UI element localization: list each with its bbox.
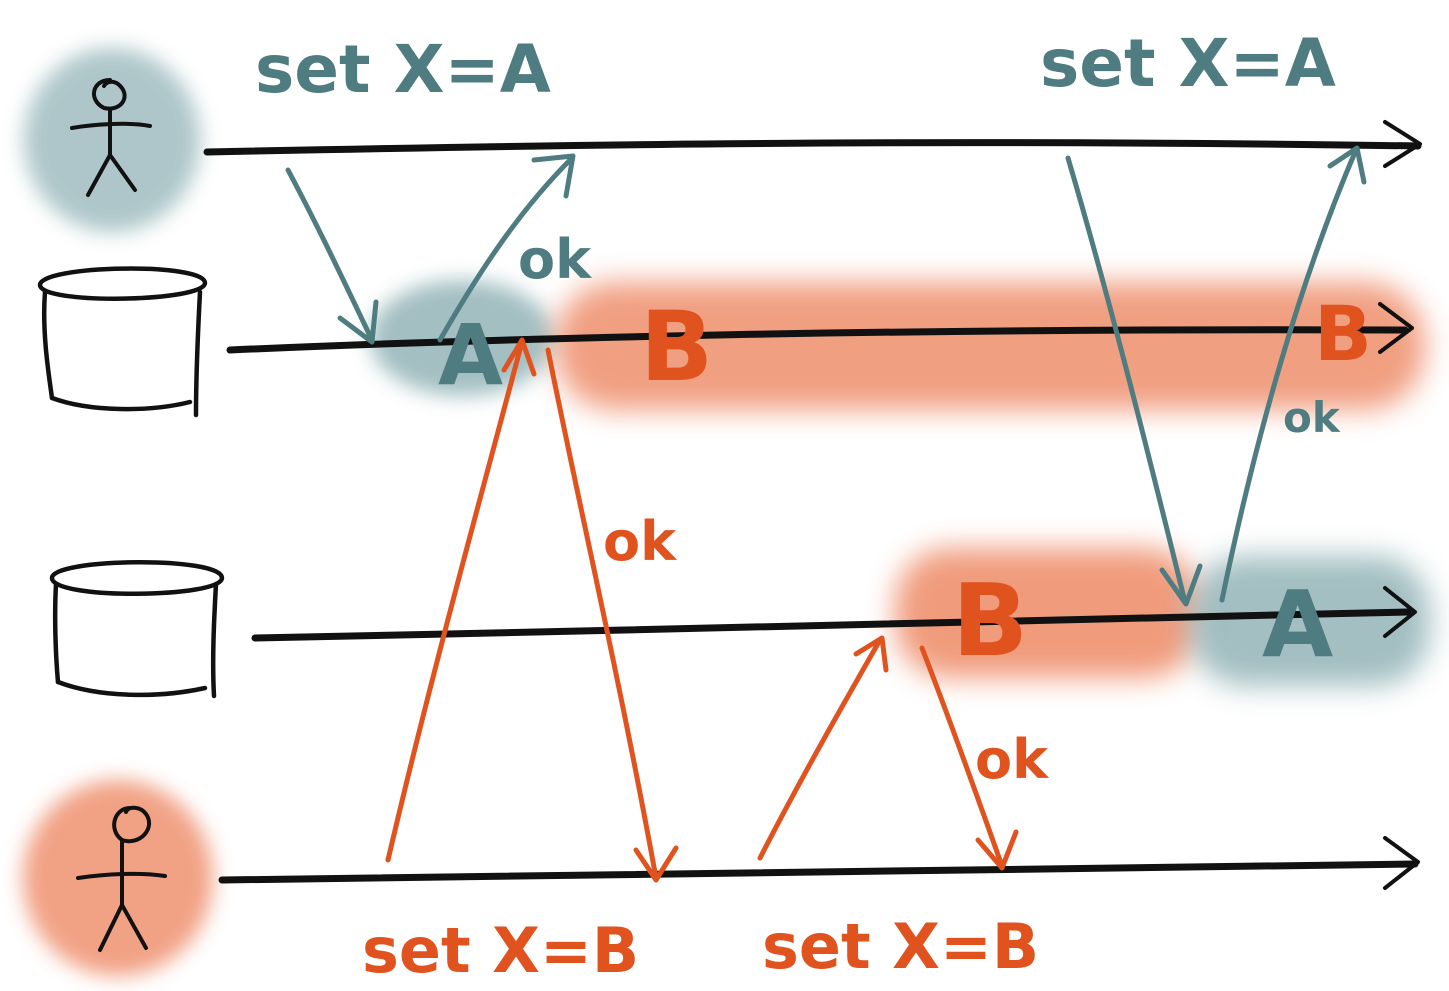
client-b-request-1-arrow xyxy=(385,339,525,863)
client-a-request-2-arrowhead xyxy=(1159,563,1203,607)
client-a-messages xyxy=(285,145,1367,607)
client-a-stick-figure-icon xyxy=(70,78,152,197)
ack-label-b-replica2: ok xyxy=(975,728,1049,791)
client-a-request-1-arrowhead xyxy=(337,299,379,345)
replica2-value-a-highlight xyxy=(1190,556,1430,686)
client-a-set-label-1: set X=A xyxy=(255,31,551,108)
replica1-value-a: A xyxy=(438,306,503,404)
client-a-set-label-2: set X=A xyxy=(1040,25,1336,102)
timelines xyxy=(203,120,1422,890)
client-b-ack-2-arrowhead xyxy=(975,829,1019,871)
client-b-request-2-arrowhead xyxy=(853,635,889,673)
replica1-database-cylinder-icon xyxy=(37,266,208,418)
client-b-set-label-1: set X=B xyxy=(362,914,639,987)
ack-label-b-replica1: ok xyxy=(603,510,677,573)
client-b-request-2-arrow xyxy=(757,637,883,861)
ack-label-a-replica1: ok xyxy=(518,228,592,291)
client-b-ack-1-arrow xyxy=(545,347,659,881)
client-b-timeline-arrowhead xyxy=(1383,836,1420,890)
replica1-value-b-highlight xyxy=(555,282,1425,410)
client-a-timeline xyxy=(203,139,1422,156)
client-a-ack-2-arrowhead xyxy=(1327,145,1367,185)
replica2-database-cylinder-icon xyxy=(49,560,225,699)
replica2-value-b: B xyxy=(952,562,1028,679)
client-b-ack-1-arrowhead xyxy=(633,845,679,883)
replica2-timeline-arrowhead xyxy=(1383,586,1417,638)
client-b-highlight xyxy=(23,780,213,976)
client-a-request-2-arrow xyxy=(1065,155,1188,605)
client-b-messages xyxy=(385,337,1019,883)
client-b-request-1-arrowhead xyxy=(501,337,537,377)
replica1-value-b-end: B xyxy=(1314,289,1372,378)
client-a-ack-2-arrow xyxy=(1219,147,1359,603)
blob-layer xyxy=(23,48,1430,976)
client-a-ack-1-arrow xyxy=(437,155,575,343)
client-b-ack-2-arrow xyxy=(919,645,1005,869)
replica1-timeline xyxy=(226,326,1409,354)
replica1-timeline-arrowhead xyxy=(1378,302,1414,354)
replica2-timeline xyxy=(251,608,1412,642)
ack-label-a-replica1-late: ok xyxy=(1283,393,1341,442)
client-b-stick-figure-icon xyxy=(76,805,167,952)
replica2-value-b-highlight xyxy=(895,548,1200,678)
client-b-timeline xyxy=(218,860,1419,884)
replica1-value-b: B xyxy=(640,291,713,403)
client-a-timeline-arrowhead xyxy=(1383,120,1422,168)
client-a-ack-1-arrowhead xyxy=(531,153,576,199)
labels: set X=A set X=A set X=B set X=B ok ok ok… xyxy=(255,25,1372,987)
client-a-request-1-arrow xyxy=(285,167,375,343)
client-b-set-label-2: set X=B xyxy=(762,910,1039,983)
replica2-value-a: A xyxy=(1262,571,1333,678)
